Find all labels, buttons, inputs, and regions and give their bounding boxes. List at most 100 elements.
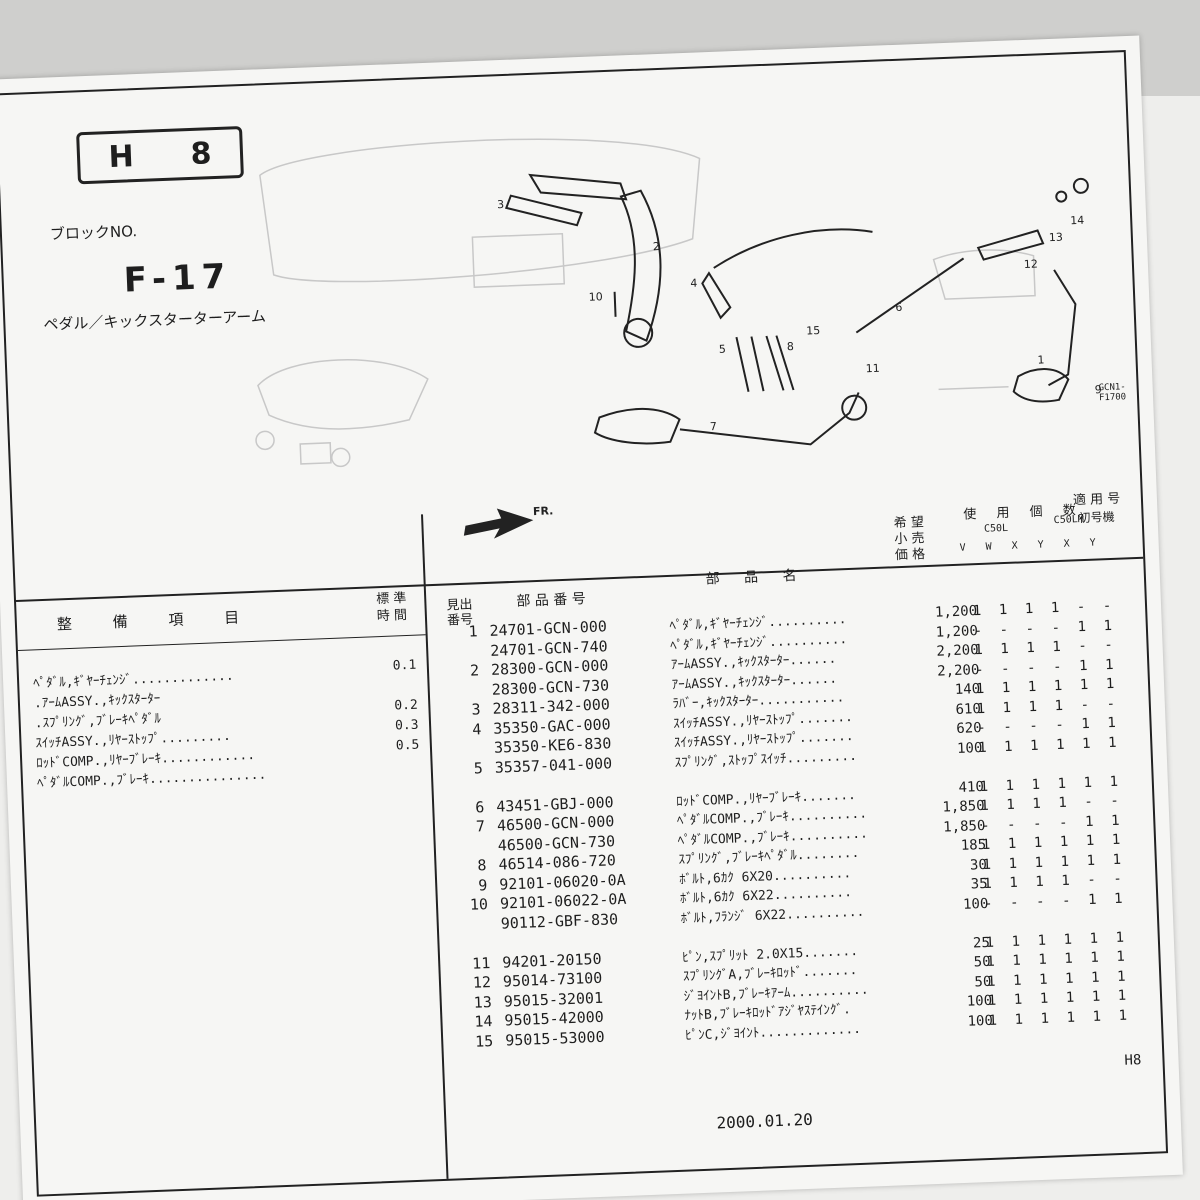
- quantity-cell: 1: [976, 700, 986, 717]
- part-number: 43451-GBJ-000: [495, 792, 614, 816]
- ref-number: [453, 778, 483, 779]
- quantity-cell: 1: [1110, 812, 1120, 829]
- page-number: H8: [1124, 1052, 1142, 1069]
- spring-5: [735, 336, 765, 392]
- quantity-cell: 1: [975, 680, 985, 698]
- quantity-cell: -: [1052, 658, 1062, 675]
- quantity-cell: 1: [1089, 949, 1100, 967]
- ref-number: 5: [473, 758, 484, 778]
- quantity-cell: 1: [988, 1012, 998, 1029]
- quantity-cell: 1: [1111, 831, 1121, 849]
- quantity-cell: 1: [1003, 738, 1013, 755]
- quantity-cell: 1: [986, 973, 996, 990]
- quantity-cell: 1: [974, 641, 984, 659]
- maintenance-header-rule: [17, 634, 426, 651]
- quantity-cell: 1: [1034, 854, 1044, 871]
- quantity-cell: 1: [1031, 776, 1041, 793]
- quantity-cell: -: [1009, 894, 1019, 911]
- parts-header-pn: 部 品 番 号: [516, 591, 587, 610]
- quantity-cell: 1: [1028, 698, 1038, 715]
- ref-number: [452, 739, 482, 740]
- kick-arm-top: [528, 173, 628, 201]
- parts-header-price: 希 望 小 売 価 格: [893, 515, 926, 564]
- part-number: 95015-32001: [503, 988, 604, 1011]
- faded-background-parts: [255, 138, 1036, 468]
- quantity-cell: [1057, 912, 1077, 913]
- quantity-cell: [1109, 910, 1129, 911]
- gear-change-pedal: [1048, 269, 1077, 387]
- front-arrow: FR.: [463, 504, 554, 539]
- part-number: 35350-GAC-000: [492, 714, 611, 738]
- diagram-label-8: 8: [787, 340, 794, 353]
- model-c50l: C50L: [983, 522, 1009, 535]
- quantity-cell: -: [983, 895, 993, 912]
- ref-number: [449, 681, 479, 682]
- part-number: 28300-GCN-000: [490, 656, 609, 679]
- quantity-cell: -: [1055, 716, 1065, 734]
- quantity-cell: [1031, 913, 1051, 914]
- quantity-cell: 1: [1006, 796, 1016, 814]
- quantity-cell: 1: [1079, 676, 1089, 694]
- quantity-cell: 1: [1026, 639, 1036, 657]
- time-header-4: 間: [393, 608, 408, 624]
- quantity-cell: 1: [1066, 1009, 1076, 1026]
- quantity-cell: -: [1102, 597, 1112, 615]
- diagram-label-5: 5: [719, 343, 726, 356]
- quantity-cell: [973, 759, 993, 760]
- quantity-cell: 1: [1089, 930, 1099, 947]
- quantity-cell: 1: [1005, 777, 1015, 794]
- quantity-cell: 1: [1115, 929, 1125, 946]
- quantity-cell: 1: [1009, 874, 1019, 892]
- part-number: 35350-KE6-830: [493, 734, 612, 757]
- quantity-cell: 1: [1116, 968, 1126, 985]
- quantity-cell: 1: [1064, 950, 1074, 968]
- ref-number: [455, 837, 485, 838]
- parts-catalog-page: H 8 ブロックNO. F-17 ペダル／キックスターターアーム: [0, 35, 1183, 1200]
- quantity-cell: 1: [1086, 852, 1096, 869]
- part-number: 46500-GCN-000: [496, 812, 615, 835]
- maint-header-1: 整: [56, 614, 73, 634]
- diagram-label-2: 2: [653, 240, 660, 253]
- quantity-cell: 1: [1001, 679, 1011, 697]
- part-number: 28311-342-000: [492, 695, 611, 718]
- quantity-cell: -: [1025, 620, 1035, 637]
- diagram-label-1: 1: [1037, 353, 1044, 366]
- quantity-cell: -: [1035, 893, 1045, 910]
- ref-number: 10: [469, 895, 489, 914]
- publication-date: 2000.01.20: [716, 1109, 814, 1133]
- quantity-cell: 1: [1081, 715, 1091, 733]
- ref-number: 12: [472, 973, 492, 992]
- time-header-1: 標: [375, 591, 390, 608]
- quantity-cell: 1: [1000, 640, 1010, 658]
- quantity-cell: 1: [1061, 872, 1071, 890]
- parts-header-apply: 適 用 号: [1072, 491, 1121, 509]
- quantity-cell: 1: [982, 856, 992, 873]
- quantity-cell: 1: [1038, 971, 1048, 988]
- ref-number: [458, 915, 488, 916]
- ref-number: 6: [474, 797, 485, 817]
- ref-number: 13: [473, 992, 493, 1012]
- quantity-cell: -: [1058, 814, 1068, 831]
- ref-number: 3: [471, 700, 481, 719]
- brake-pedal-arm: [679, 392, 860, 446]
- part-number: 24701-GCN-000: [489, 617, 608, 640]
- ref-number: 15: [474, 1031, 494, 1051]
- quantity-cell: -: [1061, 892, 1071, 909]
- quantity-cell: -: [1000, 660, 1010, 677]
- quantity-cell: 1: [979, 778, 989, 795]
- diagram-label-3: 3: [497, 198, 504, 211]
- diagram-label-7: 7: [710, 420, 717, 433]
- quantity-cell: 1: [1054, 697, 1064, 714]
- figure-reference: GCN1-F1700: [1098, 382, 1127, 404]
- kick-rubber: [504, 194, 583, 227]
- spring-8: [765, 335, 795, 391]
- quantity-cell: -: [1078, 637, 1088, 655]
- brake-rod-spring: [976, 229, 1045, 261]
- quantity-cell: 1: [1052, 638, 1062, 656]
